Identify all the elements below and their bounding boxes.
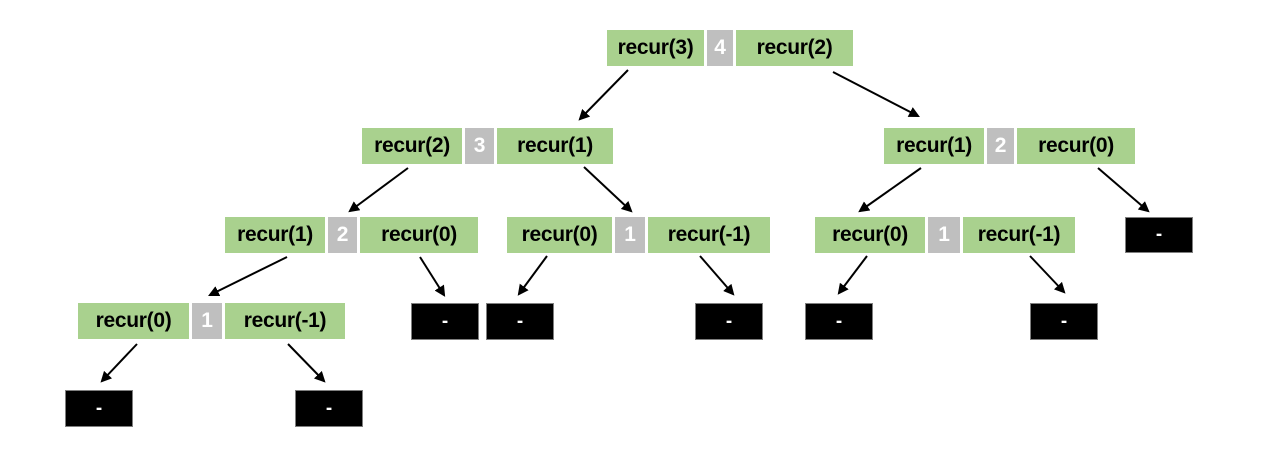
- edge-arrow: [858, 167, 922, 213]
- recursive-call-right-label: recur(0): [360, 217, 478, 253]
- call-arg-badge: 2: [987, 128, 1014, 164]
- call-arg-badge: 1: [928, 217, 960, 253]
- edge-arrow: [583, 166, 633, 213]
- tree-node: recur(3) 4 recur(2): [607, 30, 853, 66]
- base-case-box: -: [695, 303, 763, 340]
- recursive-call-left-label: recur(0): [815, 217, 925, 253]
- edge-arrow: [1097, 167, 1150, 213]
- recursive-call-left-label: recur(1): [225, 217, 325, 253]
- base-case-box: -: [411, 303, 479, 340]
- tree-node: recur(0) 1 recur(-1): [78, 303, 345, 339]
- recursive-call-left-label: recur(1): [884, 128, 984, 164]
- base-case-box: -: [805, 303, 873, 340]
- base-case-box: -: [486, 303, 554, 340]
- tree-node: recur(0) 1 recur(-1): [507, 217, 770, 253]
- edge-arrow: [419, 256, 446, 297]
- call-arg-badge: 3: [465, 128, 494, 164]
- recursive-call-right-label: recur(0): [1017, 128, 1135, 164]
- tree-node: recur(1) 2 recur(0): [225, 217, 478, 253]
- recursive-call-left-label: recur(2): [362, 128, 462, 164]
- edge-arrow: [1029, 255, 1066, 294]
- edge-arrow: [517, 255, 548, 296]
- recursive-call-left-label: recur(0): [78, 303, 189, 339]
- edge-arrow: [837, 255, 868, 295]
- base-case-box: -: [65, 390, 133, 427]
- tree-node: recur(1) 2 recur(0): [884, 128, 1135, 164]
- recursive-call-right-label: recur(1): [497, 128, 613, 164]
- base-case-box: -: [1030, 303, 1098, 340]
- recursive-call-left-label: recur(0): [507, 217, 612, 253]
- edge-arrow: [208, 256, 288, 297]
- edge-arrow: [287, 343, 326, 383]
- call-arg-badge: 1: [615, 217, 645, 253]
- edge-arrow: [578, 69, 629, 121]
- base-case-box: -: [295, 390, 363, 427]
- recursive-call-right-label: recur(-1): [225, 303, 345, 339]
- recursive-call-left-label: recur(3): [607, 30, 704, 66]
- base-case-box: -: [1125, 217, 1193, 253]
- tree-node: recur(2) 3 recur(1): [362, 128, 613, 164]
- call-arg-badge: 1: [192, 303, 222, 339]
- call-arg-badge: 4: [707, 30, 733, 66]
- edge-arrow: [348, 167, 409, 213]
- recursive-call-right-label: recur(-1): [648, 217, 770, 253]
- edge-arrow: [699, 255, 735, 296]
- tree-node: recur(0) 1 recur(-1): [815, 217, 1075, 253]
- edge-arrow: [100, 343, 138, 383]
- edge-arrow: [832, 71, 920, 118]
- recursive-call-right-label: recur(2): [736, 30, 853, 66]
- call-arg-badge: 2: [328, 217, 357, 253]
- recursive-call-right-label: recur(-1): [963, 217, 1075, 253]
